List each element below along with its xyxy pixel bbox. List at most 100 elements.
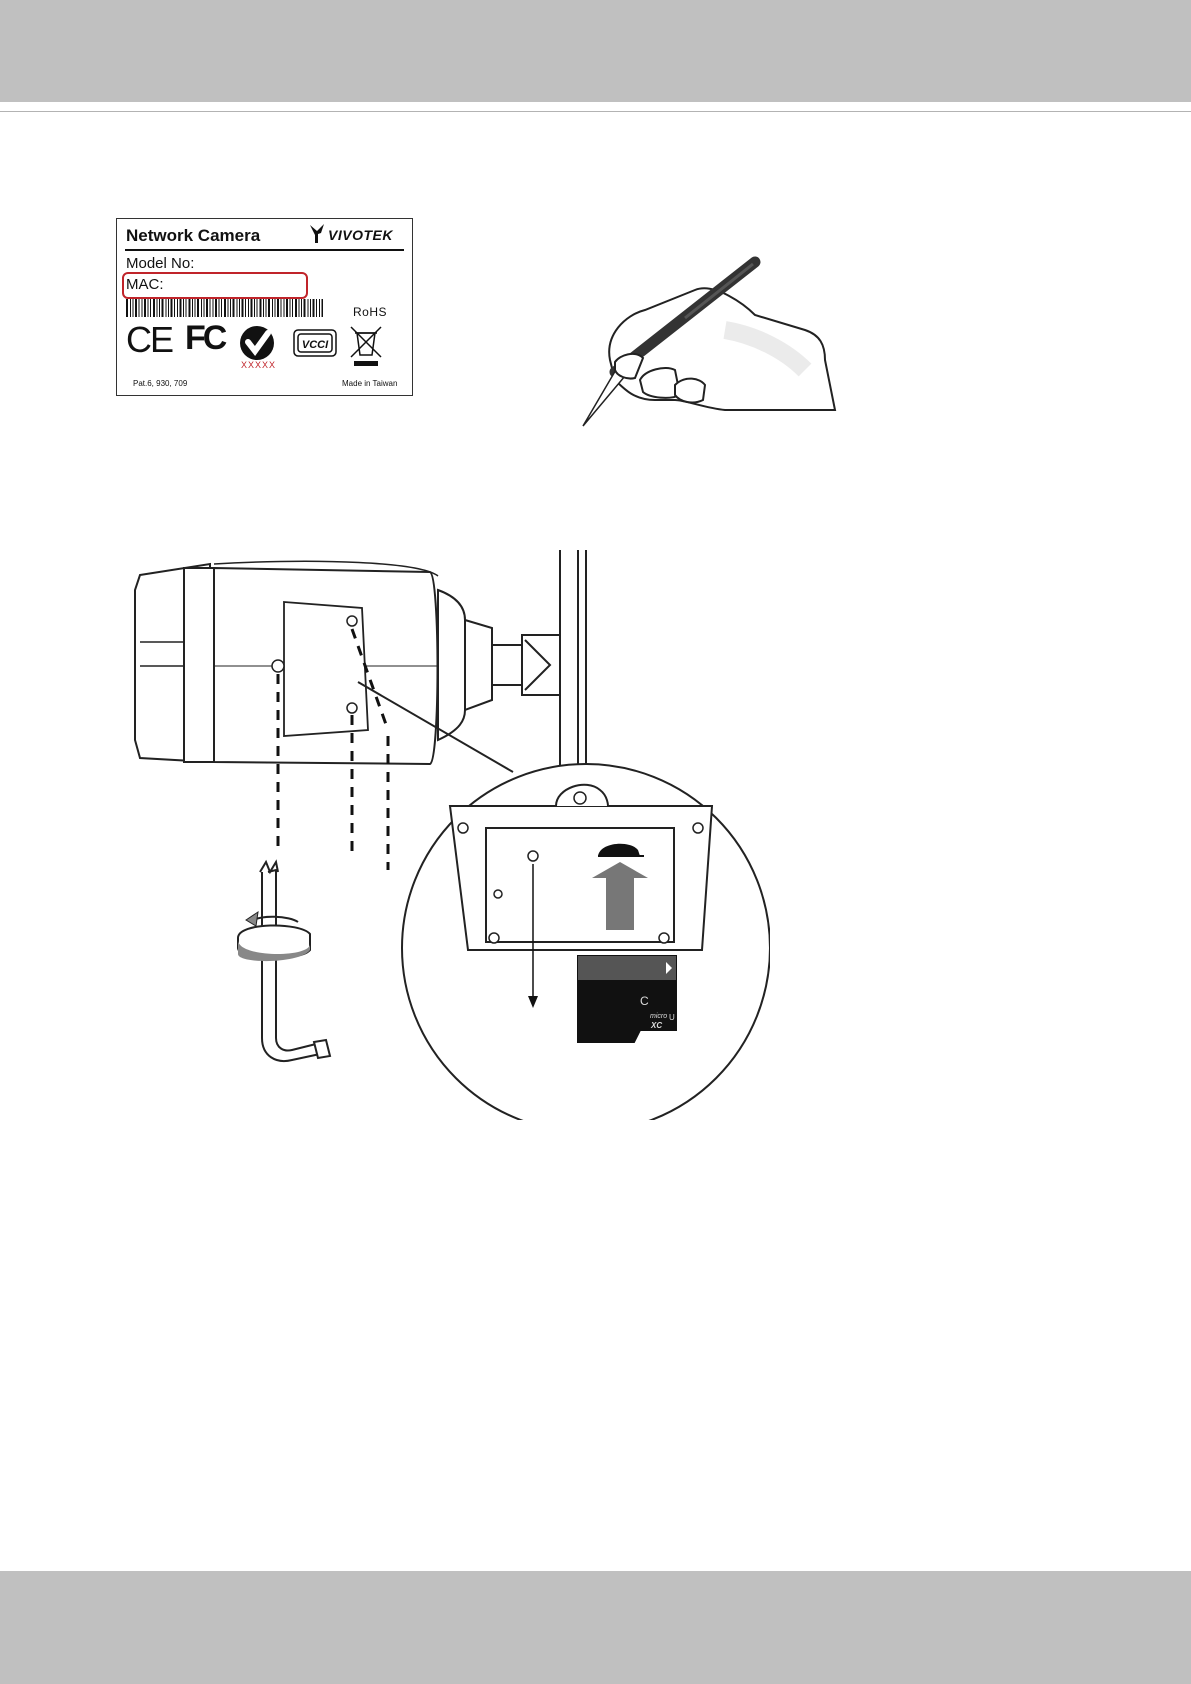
barcode-bar bbox=[275, 299, 276, 317]
barcode-bar bbox=[148, 299, 149, 317]
barcode-bar bbox=[322, 299, 324, 317]
label-divider bbox=[125, 249, 404, 251]
barcode-bar bbox=[215, 299, 217, 317]
cover-screw bbox=[347, 703, 357, 713]
barcode-bar bbox=[159, 299, 160, 317]
barcode-bar bbox=[210, 299, 211, 317]
barcode-bar bbox=[284, 299, 285, 317]
barcode-bar bbox=[144, 299, 146, 317]
barcode-bar bbox=[304, 299, 306, 317]
barcode-bar bbox=[268, 299, 270, 317]
barcode-bar bbox=[239, 299, 240, 317]
barcode-bar bbox=[204, 299, 205, 317]
barcode-bar bbox=[153, 299, 155, 317]
vcci-icon: VCCI bbox=[293, 329, 337, 357]
barcode-bar bbox=[286, 299, 288, 317]
camera-microsd-diagram: C micro XC U bbox=[120, 550, 770, 1120]
barcode-bar bbox=[257, 299, 258, 317]
barcode-bar bbox=[171, 299, 173, 317]
barcode-bar bbox=[233, 299, 235, 317]
barcode-bar bbox=[180, 299, 182, 317]
barcode-bar bbox=[242, 299, 244, 317]
barcode-bar bbox=[197, 299, 199, 317]
barcode-bar bbox=[299, 299, 300, 317]
torx-key-icon bbox=[238, 862, 330, 1061]
barcode-bar bbox=[224, 299, 226, 317]
barcode-bar bbox=[228, 299, 229, 317]
barcode-bar bbox=[150, 299, 151, 317]
barcode-bar bbox=[290, 299, 291, 317]
barcode-bar bbox=[281, 299, 282, 317]
barcode-bar bbox=[201, 299, 202, 317]
barcode-bar bbox=[266, 299, 267, 317]
barcode-bar bbox=[126, 299, 128, 317]
barcode-bar bbox=[213, 299, 214, 317]
barcode-bar bbox=[219, 299, 220, 317]
barcode-bar bbox=[272, 299, 273, 317]
vivotek-bird-icon bbox=[307, 223, 327, 245]
barcode-bar bbox=[221, 299, 222, 317]
barcode-bar bbox=[295, 299, 297, 317]
vcci-text: VCCI bbox=[302, 339, 329, 351]
barcode-bar bbox=[310, 299, 311, 317]
weee-bin-icon bbox=[349, 325, 383, 367]
card-class-mark: C bbox=[640, 994, 649, 1008]
barcode-bar bbox=[277, 299, 279, 317]
barcode-bar bbox=[195, 299, 196, 317]
microsd-card: C micro XC U bbox=[578, 956, 676, 1042]
barcode-bar bbox=[189, 299, 191, 317]
barcode-bar bbox=[308, 299, 309, 317]
made-in: Made in Taiwan bbox=[342, 379, 397, 388]
barcode-bar bbox=[142, 299, 143, 317]
ce-mark: CE bbox=[126, 319, 172, 361]
product-label: Network Camera VIVOTEK Model No: MAC: Ro… bbox=[116, 218, 413, 396]
fcc-mark: FC bbox=[185, 319, 224, 358]
barcode-bar bbox=[237, 299, 238, 317]
barcode-bar bbox=[245, 299, 246, 317]
ctick-code: XXXXX bbox=[241, 360, 276, 370]
barcode-bar bbox=[260, 299, 262, 317]
cover-screw bbox=[347, 616, 357, 626]
barcode-bar bbox=[139, 299, 140, 317]
barcode-bar bbox=[168, 299, 169, 317]
cover-screw bbox=[272, 660, 284, 672]
card-brand-mark: micro bbox=[650, 1013, 667, 1020]
barcode-bar bbox=[316, 299, 317, 317]
header-rule bbox=[0, 111, 1191, 112]
barcode-bar bbox=[230, 299, 231, 317]
brand-name: VIVOTEK bbox=[328, 227, 393, 243]
rohs-mark: RoHS bbox=[353, 305, 387, 319]
barcode-bar bbox=[301, 299, 302, 317]
label-title: Network Camera bbox=[126, 226, 260, 246]
barcode-bar bbox=[133, 299, 134, 317]
card-type-mark: XC bbox=[650, 1021, 662, 1030]
barcode-bar bbox=[130, 299, 131, 317]
vivotek-logo: VIVOTEK bbox=[307, 223, 407, 247]
footer-band bbox=[0, 1571, 1191, 1684]
barcode-bar bbox=[174, 299, 175, 317]
barcode-bar bbox=[177, 299, 178, 317]
hand-writing-illustration bbox=[575, 250, 855, 430]
barcode bbox=[126, 299, 323, 317]
card-speed-mark: U bbox=[669, 1013, 675, 1022]
patent-number: Pat.6, 930, 709 bbox=[133, 379, 187, 388]
wall-bracket bbox=[560, 550, 578, 770]
barcode-bar bbox=[135, 299, 137, 317]
barcode-bar bbox=[248, 299, 249, 317]
model-field: Model No: bbox=[126, 255, 194, 272]
barcode-bar bbox=[313, 299, 315, 317]
barcode-bar bbox=[251, 299, 253, 317]
barcode-bar bbox=[292, 299, 293, 317]
mac-field: MAC: bbox=[126, 276, 164, 293]
barcode-bar bbox=[162, 299, 164, 317]
barcode-bar bbox=[319, 299, 320, 317]
barcode-bar bbox=[206, 299, 208, 317]
barcode-bar bbox=[254, 299, 255, 317]
barcode-bar bbox=[186, 299, 187, 317]
header-band bbox=[0, 0, 1191, 102]
ctick-icon bbox=[239, 325, 275, 361]
barcode-bar bbox=[263, 299, 264, 317]
barcode-bar bbox=[157, 299, 158, 317]
barcode-bar bbox=[166, 299, 167, 317]
barcode-bar bbox=[183, 299, 184, 317]
